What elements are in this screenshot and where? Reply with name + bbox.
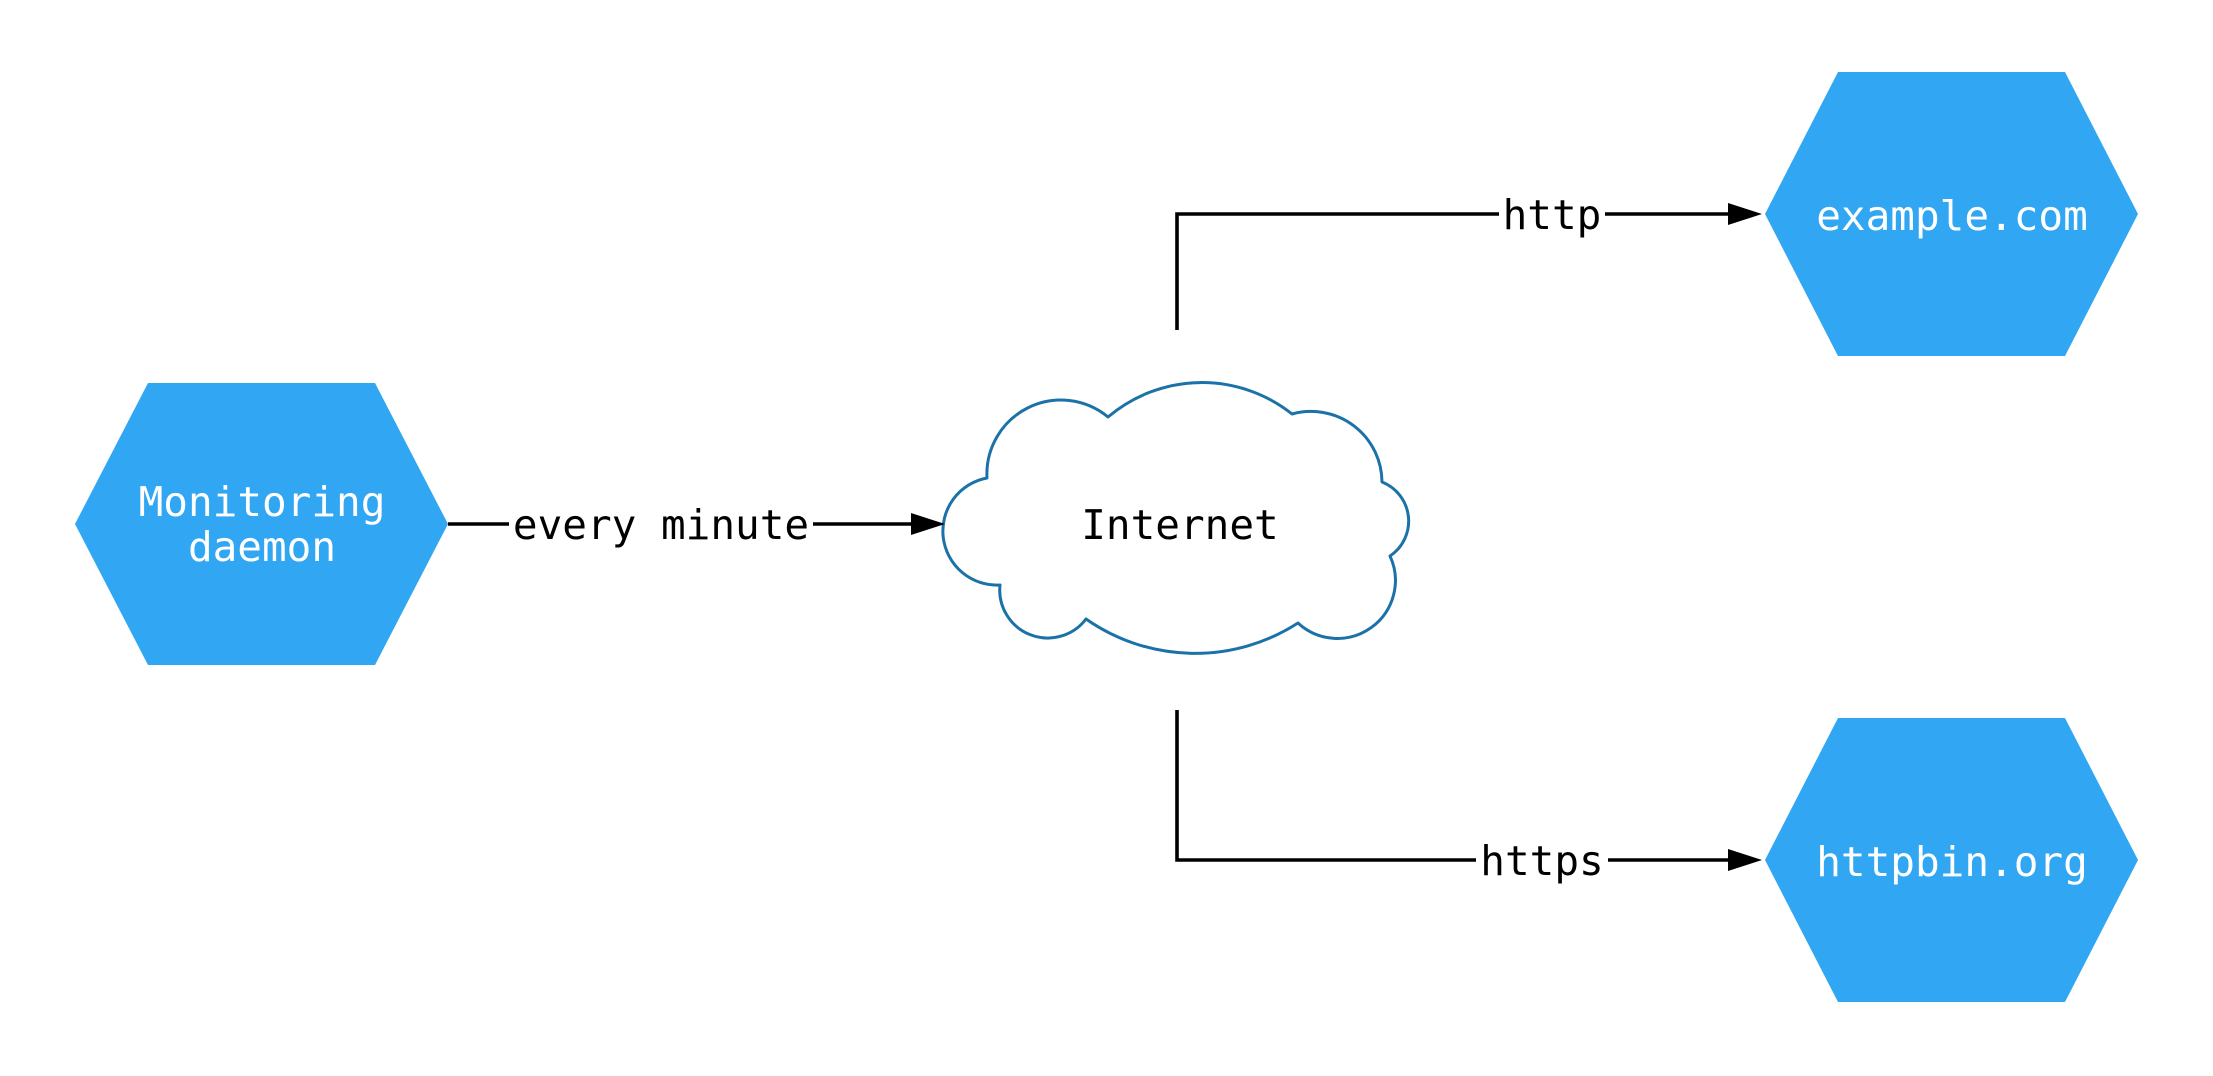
arrowhead-https <box>1728 849 1762 871</box>
node-example-com: example.com <box>1765 72 2138 356</box>
monitoring-daemon-label-line2: daemon <box>188 523 336 571</box>
edge-https: https <box>1175 710 1762 887</box>
example-com-label: example.com <box>1816 192 2088 240</box>
arrowhead-http <box>1728 203 1762 225</box>
httpbin-org-label: httpbin.org <box>1816 838 2088 886</box>
edge-https-label-bg <box>1476 833 1608 887</box>
httpbin-org-hexagon <box>1765 718 2138 1002</box>
edge-http-label-bg <box>1499 188 1605 242</box>
edge-http: http <box>1175 188 1762 330</box>
internet-cloud-shape <box>941 381 1411 655</box>
edge-http-label: http <box>1503 191 1602 239</box>
monitoring-daemon-hexagon <box>75 383 448 665</box>
monitoring-daemon-label-line1: Monitoring <box>139 478 386 526</box>
edge-every-minute-label: every minute <box>513 501 809 549</box>
internet-cloud-label: Internet <box>1081 501 1278 549</box>
example-com-hexagon <box>1765 72 2138 356</box>
node-httpbin-org: httpbin.org <box>1765 718 2138 1002</box>
edge-https-label: https <box>1480 837 1603 885</box>
edge-every-minute: every minute <box>448 498 945 552</box>
node-monitoring-daemon: Monitoring daemon <box>75 383 448 665</box>
edge-every-minute-label-bg <box>509 498 813 552</box>
arrowhead-every-minute <box>911 513 945 535</box>
